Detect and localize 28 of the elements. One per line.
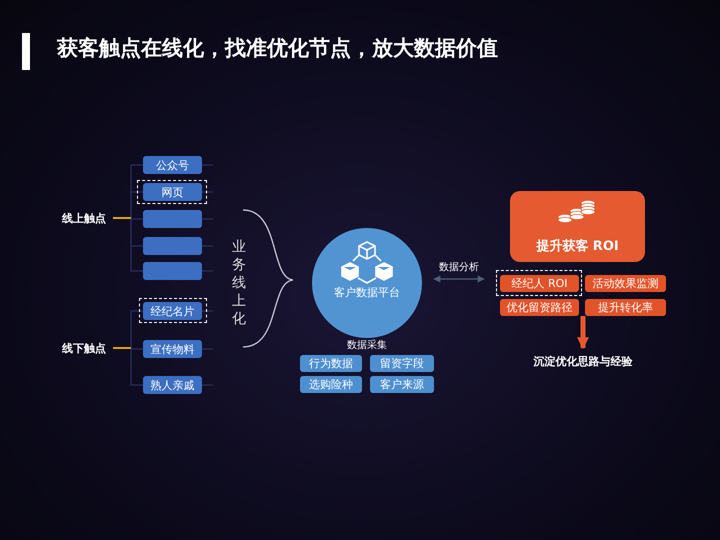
node-label: 线下触点 [58, 339, 110, 357]
arrow [433, 276, 485, 282]
channel-tag: 经纪名片 [143, 302, 202, 320]
metric-tag: 活动效果监测 [585, 275, 666, 292]
title: 获客触点在线化，找准优化节点，放大数据价值 [57, 35, 498, 62]
data-tag: 行为数据 [300, 355, 362, 372]
node-label: 线上触点 [58, 209, 110, 227]
node-label: 沉淀优化思路与经验 [520, 352, 646, 370]
metric-tag: 优化留资路径 [500, 299, 579, 316]
channel-tag: 熟人亲戚 [143, 376, 202, 394]
goal-box [510, 191, 645, 262]
node-label: 提升获客 ROI [535, 238, 620, 255]
edge-label: 数据分析 [438, 260, 480, 274]
channel-tag: 网页 [143, 183, 202, 201]
data-tag: 留资字段 [370, 355, 434, 372]
arrow [577, 316, 589, 350]
channel-box [143, 210, 202, 228]
channel-tag: 公众号 [143, 156, 202, 174]
metric-tag: 提升转化率 [585, 299, 666, 316]
channel-tag: 宣传物料 [143, 340, 202, 358]
data-tag: 选购险种 [300, 376, 362, 393]
caption: 数据采集 [346, 338, 388, 352]
data-tag: 客户来源 [370, 376, 434, 393]
channel-box [143, 262, 202, 280]
metric-tag: 经纪人 ROI [500, 275, 579, 292]
node-label: 客户数据平台 [333, 285, 401, 300]
channel-box [143, 237, 202, 255]
vertical-caption: 业务线上化 [232, 238, 247, 328]
